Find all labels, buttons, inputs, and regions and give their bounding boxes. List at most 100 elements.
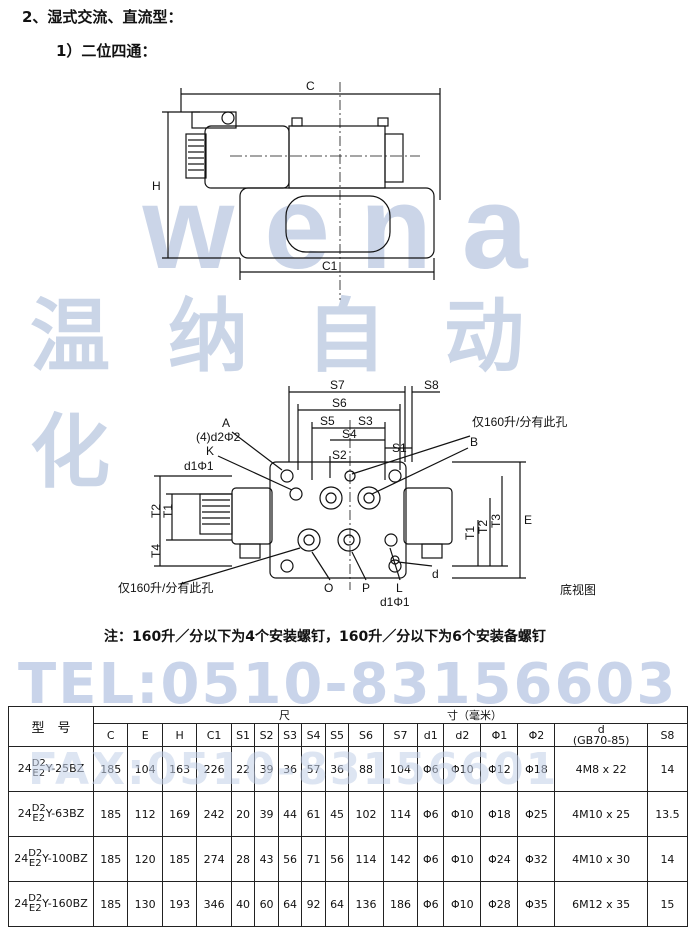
table-cell: 185 xyxy=(92,836,129,882)
group-header-right: 寸（毫米） xyxy=(447,709,502,722)
dim-label-T1-left: T1 xyxy=(161,504,175,518)
table-cell: 102 xyxy=(348,791,384,837)
table-cell: 14 xyxy=(646,746,689,792)
table-cell: Φ35 xyxy=(517,881,556,927)
table-cell: 28 xyxy=(230,836,256,882)
table-cell: 36 xyxy=(277,746,303,792)
table-cell: 193 xyxy=(161,881,198,927)
column-header: d(GB70-85) xyxy=(554,723,648,747)
model-top: D2 xyxy=(28,848,43,859)
dim-label-S5: S5 xyxy=(320,414,335,428)
table-cell: 130 xyxy=(127,881,163,927)
table-cell: Φ18 xyxy=(480,791,519,837)
table-cell: 14 xyxy=(646,836,689,882)
table-cell: 40 xyxy=(230,881,256,927)
model-top: D2 xyxy=(31,758,46,769)
dim-label-S1: S1 xyxy=(392,441,407,455)
group-header-left: 尺 xyxy=(279,709,290,722)
dim-label-S4: S4 xyxy=(342,427,357,441)
label-d1-bottom: d1Φ1 xyxy=(380,595,410,609)
label-d: d xyxy=(432,567,439,581)
dim-label-E: E xyxy=(524,513,532,527)
label-K: K xyxy=(206,444,214,458)
table-cell: 346 xyxy=(196,881,232,927)
table-cell: 4M10 x 30 xyxy=(554,836,648,882)
dim-label-S3: S3 xyxy=(358,414,373,428)
column-header: S2 xyxy=(254,723,279,747)
installation-note: 注：160升／分以下为4个安装螺钉，160升／分以下为6个安装备螺钉 xyxy=(104,629,546,645)
dim-label-T1-right: T1 xyxy=(463,526,477,540)
column-header: S3 xyxy=(277,723,303,747)
label-note-top: 仅160升/分有此孔 xyxy=(472,415,567,429)
table-cell: Φ12 xyxy=(480,746,519,792)
label-d1-top: d1Φ1 xyxy=(184,459,214,473)
model-prefix: 24 xyxy=(14,852,29,865)
dim-label-S7: S7 xyxy=(330,378,345,392)
model-suffix: Y-63BZ xyxy=(45,807,85,820)
table-cell: 169 xyxy=(161,791,198,837)
table-cell: 4M8 x 22 xyxy=(554,746,648,792)
table-cell: 60 xyxy=(254,881,279,927)
model-bottom: E2 xyxy=(32,768,46,779)
watermark-brand-cn: 温纳自动化 xyxy=(30,290,582,499)
watermark-brand-word: wena xyxy=(141,190,527,280)
dim-label-T4: T4 xyxy=(149,544,163,558)
model-suffix: Y-160BZ xyxy=(42,897,88,910)
table-cell: 22 xyxy=(230,746,256,792)
dim-label-S2: S2 xyxy=(332,448,347,462)
watermark-fax: FAX:0510-83156601 xyxy=(28,744,559,795)
table-cell: 186 xyxy=(382,881,419,927)
watermark-tel: TEL:0510-83156603 xyxy=(18,652,678,717)
table-cell: 39 xyxy=(254,791,279,837)
table-cell: 274 xyxy=(196,836,232,882)
model-prefix: 24 xyxy=(14,897,29,910)
table-cell: 71 xyxy=(301,836,326,882)
model-prefix: 24 xyxy=(17,807,32,820)
table-cell: 64 xyxy=(324,881,350,927)
table-cell: 114 xyxy=(382,791,419,837)
table-cell: Φ6 xyxy=(417,746,445,792)
column-header: S7 xyxy=(382,723,419,747)
table-cell: Φ32 xyxy=(517,836,556,882)
table-cell: 56 xyxy=(277,836,303,882)
dim-label-C: C xyxy=(306,79,315,93)
model-bottom: E2 xyxy=(28,858,42,869)
column-header: E xyxy=(127,723,163,747)
table-cell: Φ28 xyxy=(480,881,519,927)
table-cell: 142 xyxy=(382,836,419,882)
port-label-O: O xyxy=(324,581,333,595)
model-top: D2 xyxy=(28,893,43,904)
dim-label-S8: S8 xyxy=(424,378,439,392)
section-heading: 2、湿式交流、直流型： xyxy=(22,8,183,26)
table-cell: 88 xyxy=(348,746,384,792)
column-header: d2 xyxy=(443,723,482,747)
table-cell: 57 xyxy=(301,746,326,792)
dim-label-T2-left: T2 xyxy=(149,504,163,518)
table-cell: Φ10 xyxy=(443,881,482,927)
column-header: S6 xyxy=(348,723,384,747)
table-cell: Φ25 xyxy=(517,791,556,837)
table-cell: 43 xyxy=(254,836,279,882)
table-cell: 114 xyxy=(348,836,384,882)
table-cell: 120 xyxy=(127,836,163,882)
table-cell: Φ6 xyxy=(417,836,445,882)
table-cell: 44 xyxy=(277,791,303,837)
table-cell: 185 xyxy=(92,746,129,792)
dim-label-T3: T3 xyxy=(489,514,503,528)
table-cell: 4M10 x 25 xyxy=(554,791,648,837)
table-cell: 226 xyxy=(196,746,232,792)
model-bottom: E2 xyxy=(32,813,46,824)
table-cell: 112 xyxy=(127,791,163,837)
model-bottom: E2 xyxy=(28,903,42,914)
model-prefix: 24 xyxy=(17,762,32,775)
table-cell: Φ24 xyxy=(480,836,519,882)
table-cell: 92 xyxy=(301,881,326,927)
label-d2: (4)d2Φ2 xyxy=(196,430,241,444)
